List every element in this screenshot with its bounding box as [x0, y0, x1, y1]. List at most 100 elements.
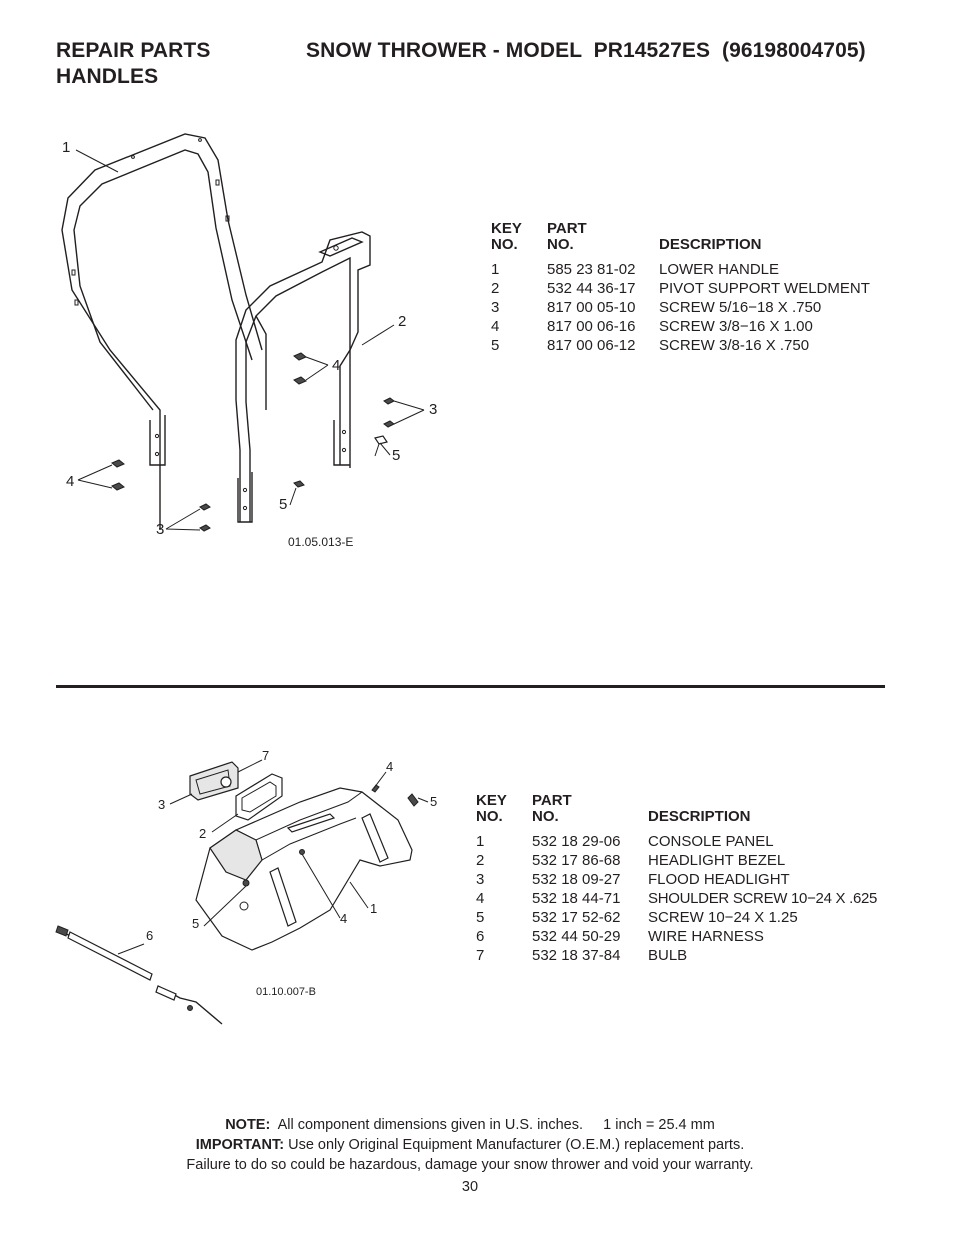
handles-callout-2: 2	[398, 313, 407, 330]
leader-4-top	[373, 771, 387, 789]
pivot-support-inner	[245, 256, 351, 522]
table-header-row: KEY NO. PART NO. DESCRIPTION	[476, 793, 877, 825]
leader-3	[169, 793, 193, 805]
leader-5-lower	[289, 487, 297, 506]
lower-handle-dot-2	[198, 138, 202, 142]
lower-handle-outline	[61, 133, 263, 530]
note-label: NOTE:	[225, 1117, 271, 1133]
table-row: 2 532 44 36-17 PIVOT SUPPORT WELDMENT	[491, 280, 870, 297]
section-title: REPAIR PARTS HANDLES	[56, 38, 210, 90]
important-label: IMPORTANT:	[195, 1137, 285, 1153]
handles-callout-4-lower: 4	[66, 473, 75, 490]
model-title: SNOW THROWER - MODEL PR14527ES (96198004…	[306, 39, 866, 62]
leader-2	[361, 324, 395, 346]
col-description: DESCRIPTION	[648, 808, 751, 825]
flood-headlight-lens	[195, 769, 231, 795]
screw-5-lower	[293, 480, 305, 488]
console-slot-top	[286, 813, 336, 833]
handles-diagram-code: 01.05.013-E	[288, 535, 354, 549]
screw-4-upper	[293, 352, 307, 385]
handles-callout-1: 1	[62, 139, 71, 156]
table-row: 2 532 17 86-68 HEADLIGHT BEZEL	[476, 852, 786, 869]
pivot-support-left-plate	[237, 472, 253, 523]
screw-3-lower	[199, 503, 211, 532]
console-callout-5-left: 5	[192, 916, 200, 931]
table-row: 6 532 44 50-29 WIRE HARNESS	[476, 928, 764, 945]
console-callout-2: 2	[199, 826, 207, 841]
page-number: 30	[461, 1179, 479, 1195]
console-diagram-code: 01.10.007-B	[256, 986, 316, 998]
pivot-support-hole-3	[242, 487, 248, 493]
handles-callout-4-upper: 4	[332, 357, 341, 374]
leader-1	[75, 149, 119, 173]
lower-handle-slot-3	[215, 179, 220, 186]
table-row: 4 817 00 06-16 SCREW 3/8−16 X 1.00	[491, 318, 813, 335]
flood-headlight	[189, 761, 239, 801]
leader-3-upper	[393, 400, 425, 425]
table-row: 3 532 18 09-27 FLOOD HEADLIGHT	[476, 871, 790, 888]
section-divider	[56, 685, 885, 688]
lower-handle-slot-4	[225, 215, 230, 222]
console-callout-4-top: 4	[386, 759, 394, 774]
wire-harness-sleeve	[67, 931, 153, 981]
console-callout-1: 1	[370, 901, 378, 916]
section-title-line2: HANDLES	[56, 65, 159, 88]
screw-3-upper	[383, 397, 395, 428]
handles-callout-5-lower: 5	[279, 496, 288, 513]
console-hole-right	[299, 849, 305, 855]
console-diagram	[55, 759, 429, 1025]
console-callout-5-top: 5	[430, 794, 438, 809]
lower-handle-hole-2	[154, 451, 160, 457]
console-parts-table: KEY NO. PART NO. DESCRIPTION 1 532 18 29…	[476, 793, 877, 965]
col-part-no: PART NO.	[547, 220, 587, 253]
table-row: 1 585 23 81-02 LOWER HANDLE	[491, 261, 780, 278]
leader-1	[349, 881, 369, 909]
headlight-bezel	[235, 773, 283, 821]
handles-callout-3-lower: 3	[156, 521, 165, 538]
footer-warning-line: Failure to do so could be hazardous, dam…	[186, 1157, 754, 1173]
pivot-support-hole-2	[341, 447, 347, 453]
section-title-line1: REPAIR PARTS	[56, 39, 211, 62]
console-callout-7: 7	[262, 748, 270, 763]
leader-3-lower	[165, 508, 201, 531]
table-header-row: KEY NO. PART NO. DESCRIPTION	[491, 221, 870, 253]
leader-5-right	[379, 442, 391, 456]
leader-5-left	[203, 885, 247, 927]
screw-4-lower	[111, 459, 125, 491]
note-text: All component dimensions given in U.S. i…	[277, 1117, 715, 1133]
console-hole-left	[242, 879, 250, 887]
leader-4-upper	[305, 356, 329, 381]
pivot-support-top-hole	[333, 245, 339, 251]
pivot-support-top-plate	[318, 237, 364, 257]
leader-5-top	[417, 797, 429, 803]
lower-handle-slot-2	[74, 299, 79, 306]
table-row: 7 532 18 37-84 BULB	[476, 947, 688, 964]
headlight-bezel-inner	[241, 781, 277, 813]
lower-handle-inner	[73, 149, 253, 411]
lower-handle-dot-1	[131, 155, 135, 159]
console-callout-6: 6	[146, 928, 154, 943]
leader-7	[237, 759, 263, 773]
leader-6	[117, 943, 145, 955]
screw-5-right	[374, 435, 388, 457]
col-key-no: KEY NO.	[491, 220, 522, 253]
footer-note-line: NOTE: All component dimensions given in …	[100, 1115, 840, 1135]
table-row: 4 532 18 44-71 SHOULDER SCREW 10−24 X .6…	[476, 890, 878, 907]
pivot-support-right-plate	[333, 420, 350, 466]
console-slot-right	[361, 813, 389, 863]
pivot-support-outline	[235, 231, 371, 522]
leader-2	[211, 813, 239, 833]
wire-harness-plug	[55, 925, 69, 937]
handles-parts-table: KEY NO. PART NO. DESCRIPTION 1 585 23 81…	[491, 221, 870, 355]
lower-handle-bracket	[149, 415, 166, 466]
wire-harness-connector	[155, 985, 177, 1001]
col-part-no: PART NO.	[532, 792, 572, 825]
pivot-support-hole-4	[242, 505, 248, 511]
table-row: 3 817 00 05-10 SCREW 5/16−18 X .750	[491, 299, 822, 316]
table-row: 5 532 17 52-62 SCREW 10−24 X 1.25	[476, 909, 798, 926]
lower-handle-hole-1	[154, 433, 160, 439]
footer-important-line: IMPORTANT: Use only Original Equipment M…	[100, 1135, 840, 1155]
table-row: 1 532 18 29-06 CONSOLE PANEL	[476, 833, 774, 850]
footer-notes: NOTE: All component dimensions given in …	[100, 1115, 840, 1175]
console-callout-3: 3	[158, 797, 166, 812]
